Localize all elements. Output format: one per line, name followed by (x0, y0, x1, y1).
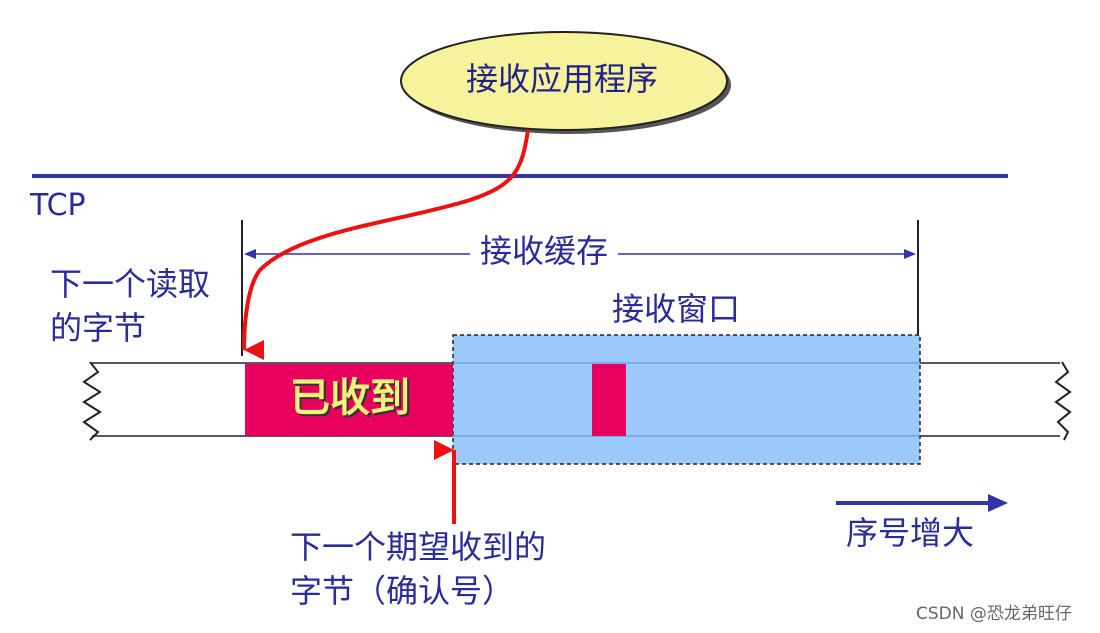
next-read-label: 下一个读取 的字节 (50, 262, 210, 350)
expected-line1: 下一个期望收到的 (290, 528, 547, 566)
buffer-label: 接收缓存 (470, 232, 619, 271)
expected-label: 下一个期望收到的 字节（确认号） (290, 525, 546, 613)
buffer-arrow-right (904, 249, 916, 259)
receive-window-box (452, 334, 921, 465)
seq-label: 序号增大 (846, 514, 975, 552)
buffer-arrow-left (244, 249, 256, 259)
stream-right-break (1054, 361, 1072, 441)
tcp-label: TCP (30, 188, 86, 223)
received-label: 已收到 (290, 375, 410, 421)
app-ellipse (400, 31, 728, 131)
seq-direction-arrowhead (988, 494, 1008, 512)
expected-line2: 字节（确认号） (290, 572, 515, 610)
window-label: 接收窗口 (612, 290, 741, 328)
received-block (245, 364, 453, 436)
read-pointer-arrow (242, 129, 530, 361)
app-label: 接收应用程序 (465, 60, 658, 98)
next-read-line2: 的字节 (50, 309, 147, 347)
next-read-line1: 下一个读取 (50, 265, 211, 303)
watermark: CSDN @恐龙弟旺仔 (916, 604, 1072, 624)
out-of-order-block (592, 364, 626, 436)
stream-left-break (82, 361, 102, 441)
